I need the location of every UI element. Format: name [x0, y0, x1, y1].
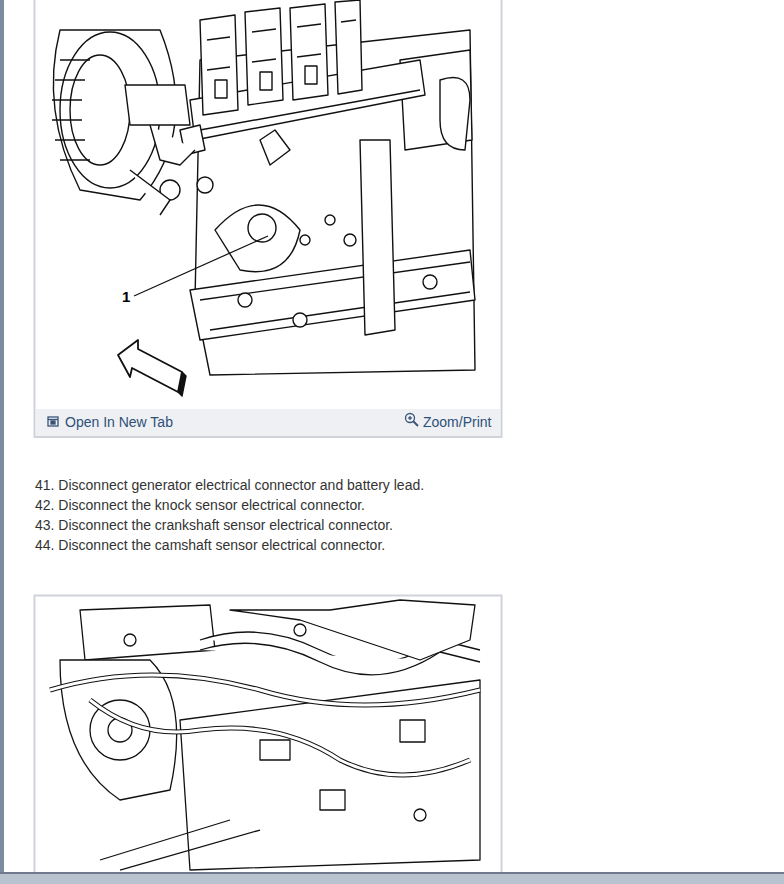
- image-frame: [35, 0, 502, 437]
- step-text: 44. Disconnect the camshaft sensor elect…: [35, 537, 385, 553]
- step-text: 41. Disconnect generator electrical conn…: [35, 477, 424, 493]
- image-frame: [35, 596, 502, 884]
- step-text: 43. Disconnect the crankshaft sensor ele…: [35, 517, 393, 533]
- toolbar-link: Zoom/Print: [423, 414, 491, 430]
- window-bottom-bar: [0, 872, 784, 884]
- step-text: 42. Disconnect the knock sensor electric…: [35, 497, 365, 513]
- engine-illustration: [52, 0, 475, 396]
- harness-illustration: [50, 600, 480, 870]
- callout-number: 1: [121, 289, 131, 305]
- window-bottom-edge: [0, 872, 784, 874]
- toolbar-link: Open In New Tab: [65, 414, 173, 430]
- window-edge: [0, 0, 4, 884]
- image-toolbar: [36, 409, 500, 436]
